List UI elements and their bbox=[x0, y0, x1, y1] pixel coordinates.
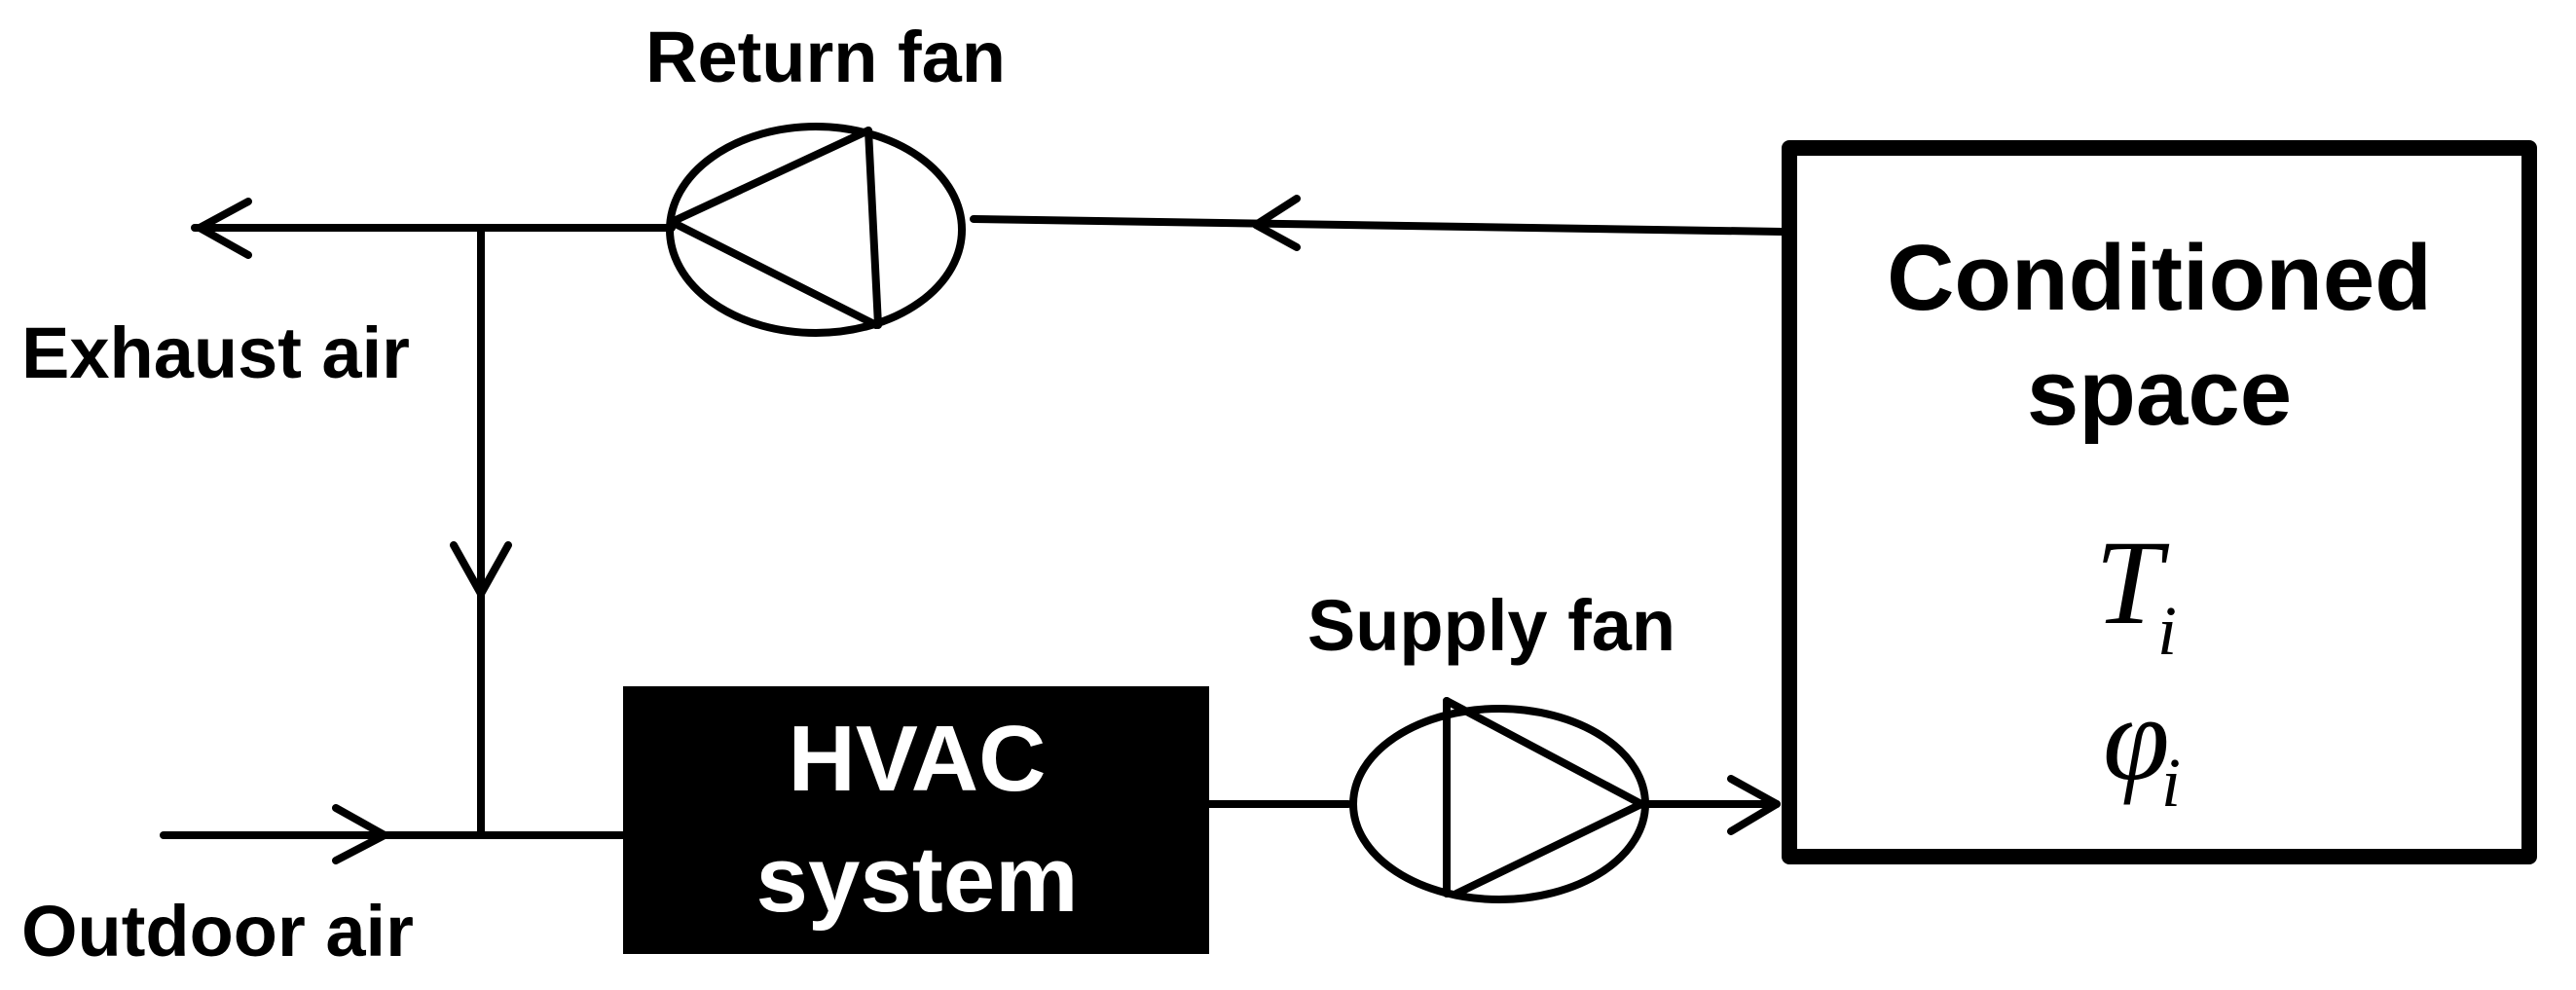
outdoor-air-duct bbox=[160, 804, 627, 864]
return-flow-arrow bbox=[1252, 195, 1301, 251]
temperature-symbol: T i bbox=[2095, 516, 2177, 670]
supply-arrow bbox=[1727, 775, 1781, 835]
exhaust-duct bbox=[191, 198, 676, 259]
humidity-symbol-sub: i bbox=[2161, 744, 2181, 822]
outdoor-air-arrow bbox=[332, 804, 388, 864]
hvac-label-line1: HVAC bbox=[789, 707, 1047, 811]
temperature-symbol-sub: i bbox=[2157, 592, 2177, 670]
supply-duct bbox=[1641, 775, 1781, 835]
conditioned-space-label-line1: Conditioned bbox=[1887, 226, 2432, 330]
return-fan-label: Return fan bbox=[645, 17, 1006, 97]
hvac-label-line2: system bbox=[756, 827, 1079, 932]
exhaust-air-label: Exhaust air bbox=[21, 312, 410, 393]
temperature-symbol-base: T bbox=[2095, 516, 2170, 649]
humidity-symbol: φ i bbox=[2103, 672, 2181, 822]
conditioned-space-box bbox=[1782, 140, 2537, 864]
hvac-system-block bbox=[623, 686, 1209, 954]
return-fan bbox=[666, 123, 966, 337]
humidity-symbol-base: φ bbox=[2103, 672, 2170, 805]
supply-fan bbox=[1349, 697, 1649, 903]
supply-fan-label: Supply fan bbox=[1307, 585, 1675, 666]
outdoor-air-label: Outdoor air bbox=[21, 891, 414, 972]
conditioned-space-label-line2: space bbox=[2027, 341, 2292, 445]
exhaust-arrow bbox=[196, 198, 252, 259]
recirculation-arrow bbox=[450, 541, 512, 598]
recirculation-duct bbox=[450, 224, 512, 837]
return-duct bbox=[970, 195, 1785, 251]
